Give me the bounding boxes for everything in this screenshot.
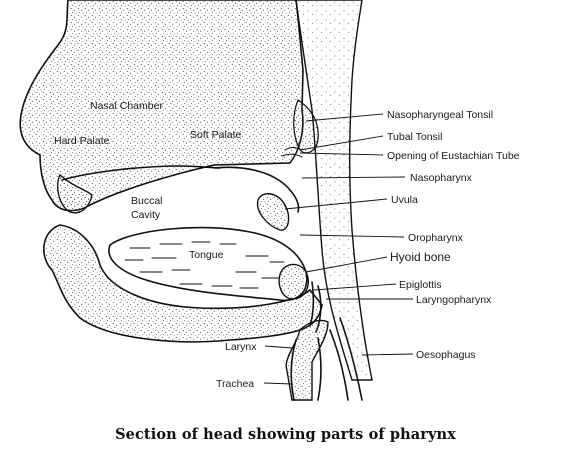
label-buccal-line1: Buccal	[131, 195, 163, 207]
label-larynx: Larynx	[225, 341, 257, 353]
label-oropharynx: Oropharynx	[408, 232, 464, 244]
label-laryngopharynx: Laryngopharynx	[416, 294, 492, 306]
hard-palate-shape	[57, 173, 93, 214]
label-nasopharynx: Nasopharynx	[410, 172, 473, 184]
posterior-pharyngeal-wall	[295, 0, 373, 381]
hyoid-bone-shape	[278, 263, 309, 300]
label-buccal-line2: Cavity	[131, 209, 161, 221]
label-nasal-chamber: Nasal Chamber	[90, 100, 163, 112]
label-oesophagus: Oesophagus	[416, 349, 476, 361]
figure-caption: Section of head showing parts of pharynx	[115, 426, 456, 443]
nasopharyngeal-tonsil-shape	[293, 99, 319, 154]
label-tubal-tonsil: Tubal Tonsil	[387, 131, 442, 143]
label-hyoid-bone: Hyoid bone	[390, 250, 451, 264]
label-uvula: Uvula	[391, 194, 418, 206]
label-nasopharyngeal-tonsil: Nasopharyngeal Tonsil	[387, 109, 493, 121]
label-tongue: Tongue	[189, 249, 224, 261]
tongue-shape	[108, 226, 308, 301]
label-trachea: Trachea	[216, 378, 254, 390]
label-epiglottis: Epiglottis	[399, 279, 442, 291]
uvula-shape	[256, 193, 290, 231]
label-eustachian-tube: Opening of Eustachian Tube	[387, 150, 520, 162]
label-hard-palate: Hard Palate	[54, 135, 110, 147]
label-soft-palate: Soft Palate	[190, 129, 242, 141]
